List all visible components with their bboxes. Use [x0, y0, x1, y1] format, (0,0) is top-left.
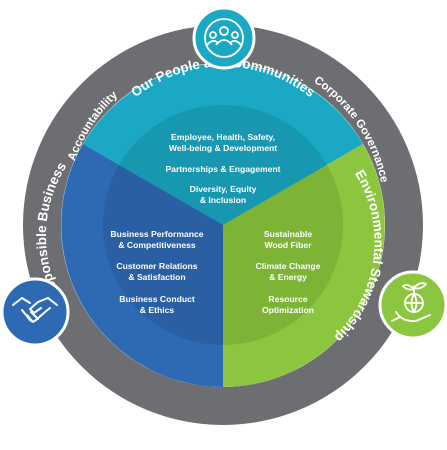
environmental-item: Climate Change [256, 261, 321, 271]
environmental-item: Wood Fiber [264, 240, 312, 250]
people-item: Well-being & Development [169, 143, 277, 153]
globe-plant-hand-icon [378, 270, 447, 340]
environmental-inner [223, 165, 344, 346]
people-group-icon [192, 6, 256, 70]
responsible-inner [102, 165, 223, 346]
environmental-item: Optimization [262, 305, 314, 315]
responsible-item: Customer Relations [116, 261, 197, 271]
environmental-item: & Energy [269, 272, 307, 282]
people-item: Partnerships & Engagement [165, 164, 280, 174]
environmental-item: Resource [268, 294, 307, 304]
people-inner [119, 104, 327, 225]
people-item: Diversity, Equity [190, 184, 257, 194]
handshake-icon [0, 277, 70, 347]
responsible-item: & Satisfaction [128, 272, 185, 282]
responsible-item: & Competitiveness [118, 240, 196, 250]
responsible-item: Business Conduct [119, 294, 195, 304]
transparency-label: Transparency [184, 424, 260, 440]
people-item: & Inclusion [200, 195, 246, 205]
people-item: Employee, Health, Safety, [171, 132, 275, 142]
responsible-item: & Ethics [140, 305, 175, 315]
environmental-item: Sustainable [264, 229, 312, 239]
responsible-item: Business Performance [110, 229, 203, 239]
